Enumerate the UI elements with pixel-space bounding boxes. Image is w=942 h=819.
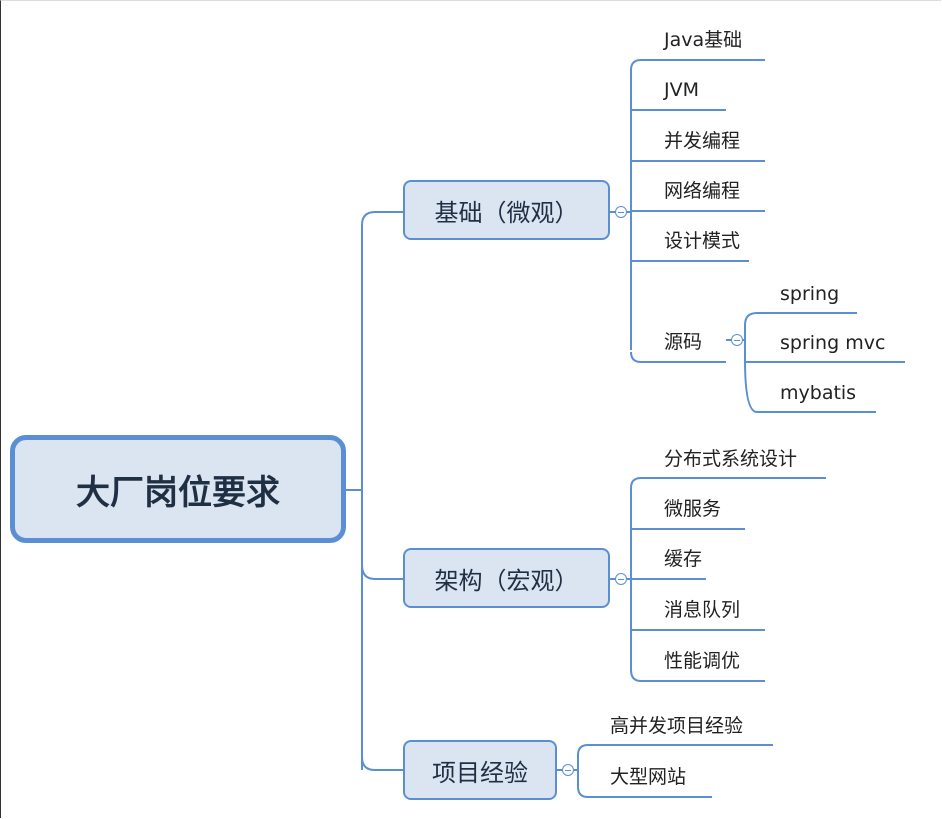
leaf-source-code[interactable]: 源码: [664, 331, 703, 353]
leaf-distributed-design[interactable]: 分布式系统设计: [664, 448, 798, 470]
collapse-icon[interactable]: [562, 764, 574, 776]
leaf-java-basics[interactable]: Java基础: [664, 29, 743, 51]
collapse-icon[interactable]: [615, 573, 627, 585]
branch-architecture[interactable]: 架构（宏观）: [403, 548, 610, 608]
leaf-spring-mvc[interactable]: spring mvc: [780, 332, 886, 354]
collapse-icon[interactable]: [615, 206, 627, 218]
leaf-jvm[interactable]: JVM: [664, 79, 699, 101]
leaf-cache[interactable]: 缓存: [664, 548, 703, 570]
branch-foundation[interactable]: 基础（微观）: [403, 180, 610, 240]
branch-project-experience[interactable]: 项目经验: [403, 740, 557, 800]
collapse-icon[interactable]: [731, 334, 743, 346]
leaf-high-concurrency-projects[interactable]: 高并发项目经验: [610, 715, 744, 737]
leaf-microservices[interactable]: 微服务: [664, 498, 722, 520]
leaf-mybatis[interactable]: mybatis: [780, 382, 857, 404]
leaf-design-patterns[interactable]: 设计模式: [664, 230, 741, 252]
leaf-large-websites[interactable]: 大型网站: [610, 766, 687, 788]
root-node[interactable]: 大厂岗位要求: [10, 435, 346, 543]
leaf-performance-tuning[interactable]: 性能调优: [664, 650, 741, 672]
leaf-message-queue[interactable]: 消息队列: [664, 599, 741, 621]
leaf-network-programming[interactable]: 网络编程: [664, 180, 741, 202]
leaf-concurrency[interactable]: 并发编程: [664, 130, 741, 152]
leaf-spring[interactable]: spring: [780, 283, 840, 305]
